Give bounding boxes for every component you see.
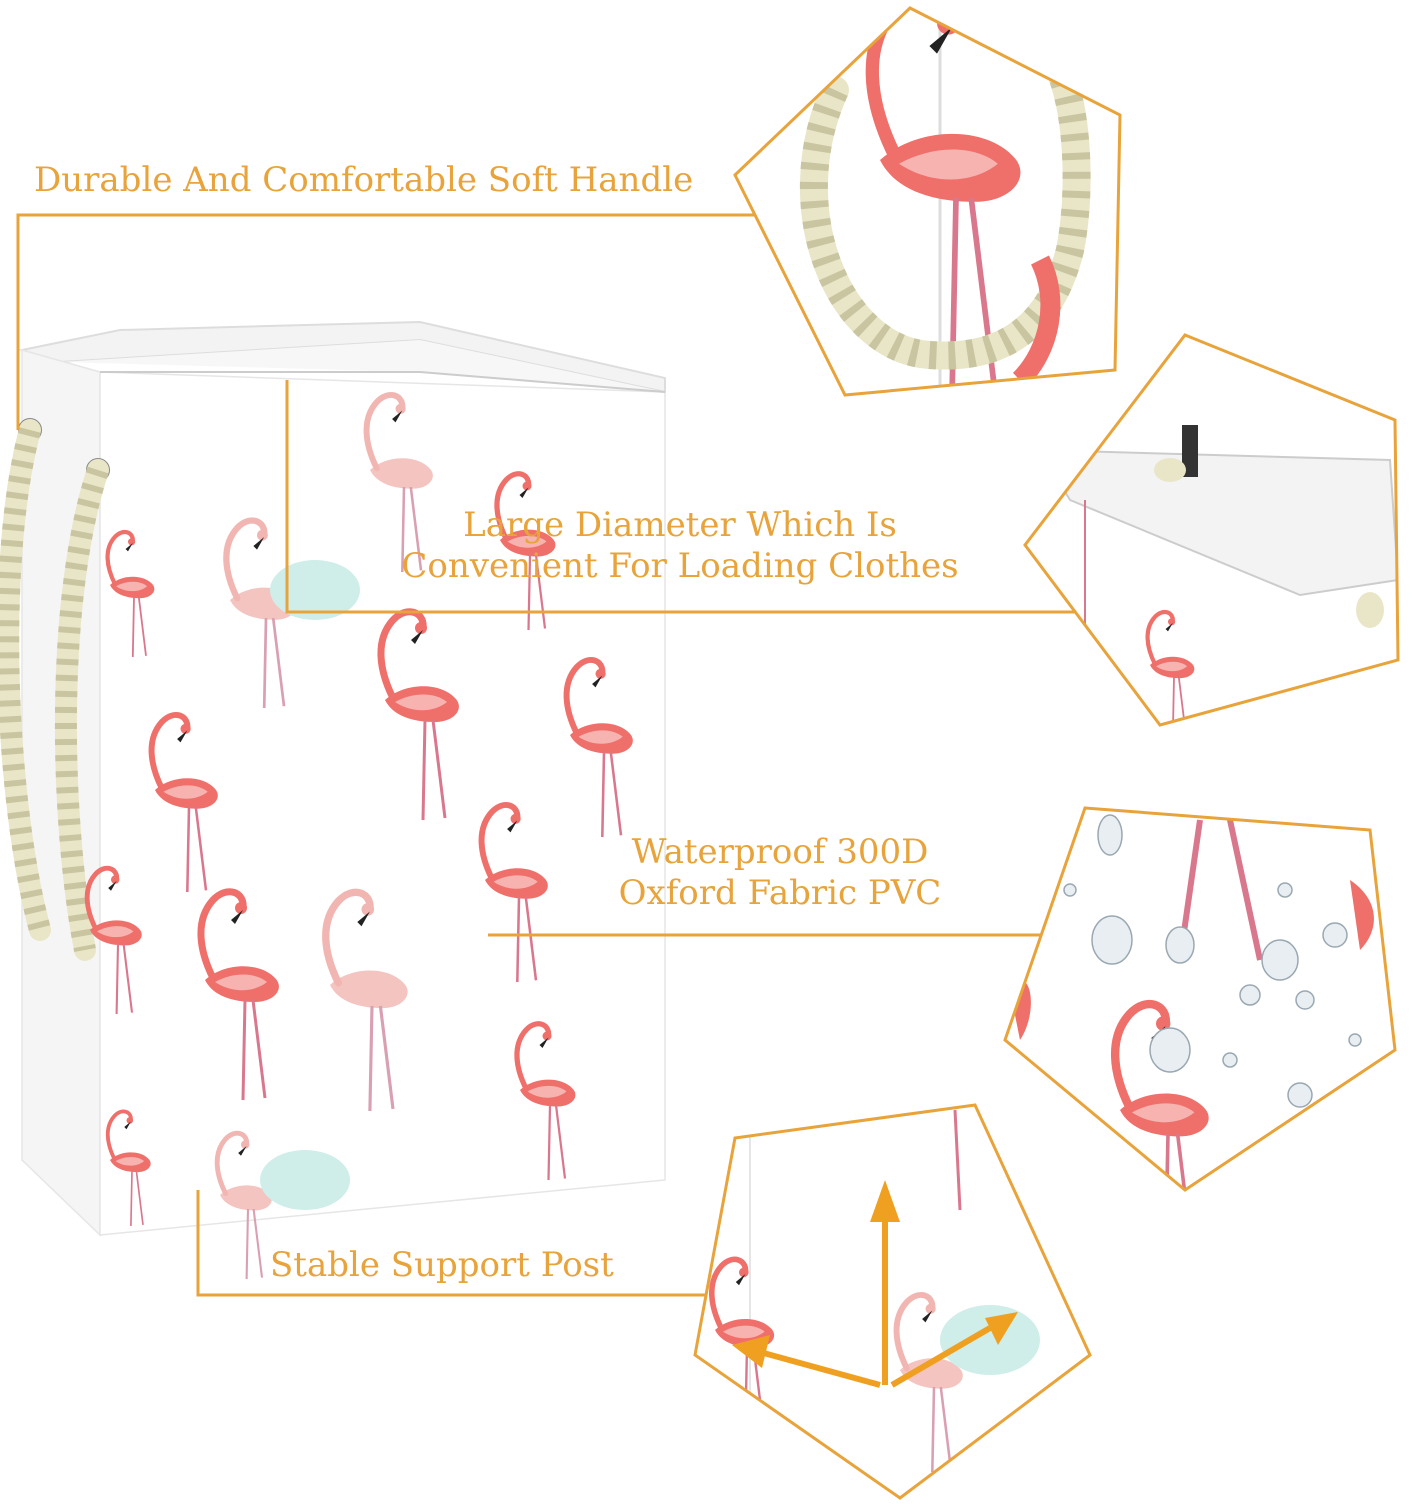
support-arrows	[732, 1180, 1018, 1388]
callout-support: Stable Support Post	[270, 1245, 614, 1285]
arrow-left-icon	[732, 1335, 770, 1368]
inset-waterproof-detail	[1003, 806, 1397, 1192]
callout-handle: Durable And Comfortable Soft Handle	[34, 160, 694, 200]
water-drop-icons	[1063, 814, 1362, 1108]
flamingo-pattern	[87, 395, 633, 1279]
arrow-right-icon	[985, 1312, 1018, 1345]
callout-fabric-line1: Waterproof 300D	[631, 832, 929, 872]
callout-diameter: Large Diameter Which Is Convenient For L…	[380, 505, 980, 587]
callout-fabric-line2: Oxford Fabric PVC	[618, 872, 942, 913]
callout-fabric: Waterproof 300D Oxford Fabric PVC	[580, 832, 980, 914]
arrow-up-icon	[870, 1180, 900, 1222]
callout-diameter-line2: Convenient For Loading Clothes	[401, 545, 959, 586]
laundry-basket	[0, 320, 666, 1279]
inset-support-detail	[693, 1103, 1092, 1500]
diameter-leader-line	[285, 380, 1085, 614]
inset-opening-detail	[1023, 333, 1400, 727]
support-leader-line	[196, 1190, 735, 1297]
rope-handle	[0, 419, 51, 941]
callout-diameter-line1: Large Diameter Which Is	[463, 505, 897, 545]
inset-handle-detail	[733, 6, 1122, 397]
